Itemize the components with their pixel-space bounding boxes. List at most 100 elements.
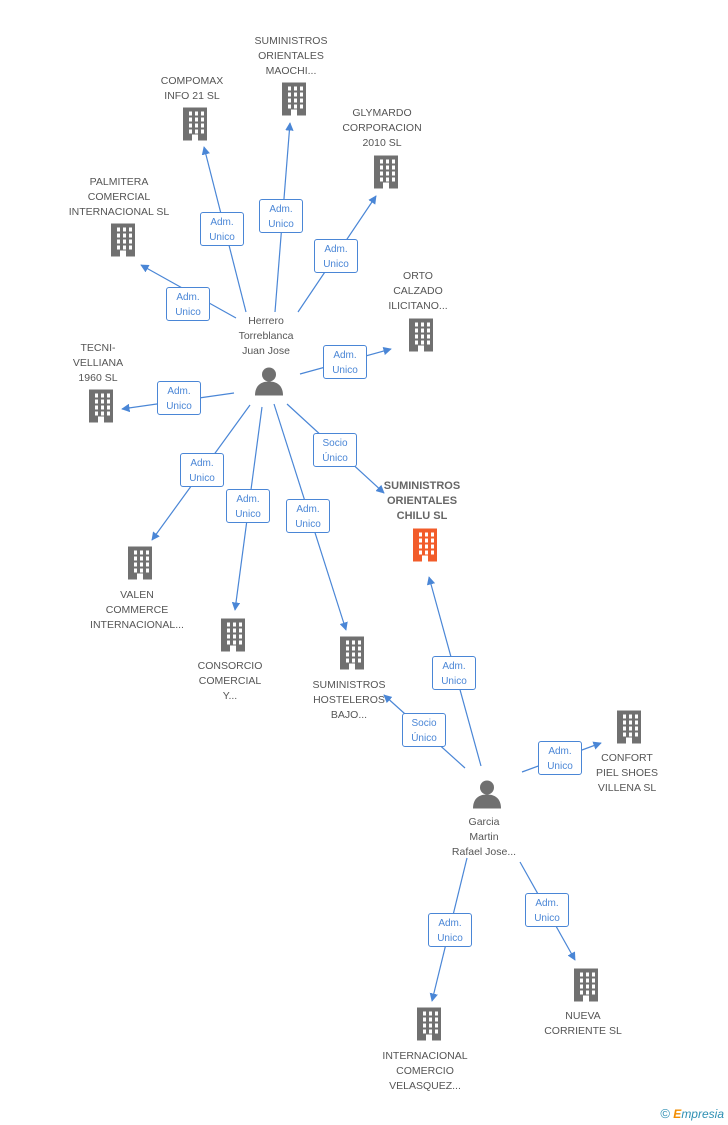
relation-badge-text: Unico (332, 365, 358, 376)
relation-badge-text: Unico (547, 761, 573, 772)
building-icon[interactable] (414, 1007, 444, 1046)
relation-badge-text: Adm. (442, 661, 466, 672)
relation-badge-garcia-nueva[interactable]: Adm. Unico (525, 893, 569, 927)
relation-badge-text: Unico (534, 913, 560, 924)
company-name-line: VILLENA SL (597, 782, 657, 794)
building-icon[interactable] (406, 318, 436, 357)
relation-badge-text: Adm. (535, 898, 559, 909)
relation-badge-herrero-glymardo[interactable]: Adm.Unico (314, 239, 358, 273)
company-name-line: MAOCHI... (265, 65, 317, 77)
company-name-line: CONSORCIO (197, 660, 263, 672)
person-icon[interactable] (254, 366, 284, 401)
relation-badge-text: Unico (166, 401, 192, 412)
relation-badge-text: Unico (437, 933, 463, 944)
company-label-maochi[interactable]: SUMINISTROS ORIENTALES MAOCHI... (255, 34, 328, 79)
relation-badge-text: Único (322, 453, 348, 464)
relation-badge-text: Adm. (333, 350, 357, 361)
company-name-line: TECNI- (80, 342, 116, 354)
relation-badge-text: Único (411, 733, 437, 744)
relation-badge-herrero-hosteleros[interactable]: Adm.Unico (286, 499, 330, 533)
company-name-line: SUMINISTROS (254, 35, 328, 47)
company-name-line: CHILU SL (396, 510, 448, 522)
company-name-line: Y... (222, 690, 238, 702)
relation-badge-garcia-confort[interactable]: Adm. Unico (538, 741, 582, 775)
relation-badge-garcia-chilu[interactable]: Adm. Unico (432, 656, 476, 690)
person-name-line: Martin (469, 831, 499, 843)
relation-badge-herrero-maochi[interactable]: Adm.Unico (259, 199, 303, 233)
relation-badge-herrero-palmitera[interactable]: Adm.Unico (166, 287, 210, 321)
building-icon[interactable] (371, 155, 401, 194)
company-label-hosteleros[interactable]: SUMINISTROS HOSTELEROS BAJO... (313, 678, 386, 723)
company-name-line: CORRIENTE SL (544, 1025, 622, 1037)
company-label-internacional[interactable]: INTERNACIONAL COMERCIO VELASQUEZ... (382, 1049, 467, 1094)
relation-badge-herrero-tecni[interactable]: Adm. Unico (157, 381, 201, 415)
company-name-line: VELLIANA (72, 357, 124, 369)
relation-badge-text: Adm. (236, 494, 260, 505)
company-name-line: VELASQUEZ... (389, 1080, 461, 1092)
building-icon[interactable] (614, 710, 644, 749)
company-name-line: BAJO... (330, 709, 368, 721)
relation-badge-text: Unico (235, 509, 261, 520)
person-name-line: Rafael Jose... (451, 846, 517, 858)
relation-badge-text: Adm. (176, 292, 200, 303)
company-name-line: ORTO (403, 270, 433, 282)
company-label-consorcio[interactable]: CONSORCIO COMERCIAL Y... (198, 659, 263, 704)
person-icon[interactable] (472, 779, 502, 814)
company-name-line: INTERNACIONAL (382, 1050, 468, 1062)
building-icon[interactable] (86, 389, 116, 428)
company-name-line: SUMINISTROS (312, 679, 386, 691)
building-icon[interactable] (279, 82, 309, 121)
company-name-line: CALZADO (393, 285, 443, 297)
building-icon[interactable] (180, 107, 210, 146)
relation-badge-text: Adm. (296, 504, 320, 515)
company-label-confort[interactable]: CONFORT PIEL SHOES VILLENA SL (596, 751, 658, 796)
company-name-line: CONFORT (601, 752, 653, 764)
building-icon[interactable] (108, 223, 138, 262)
empresia-copyright[interactable]: © Empresia (660, 1106, 724, 1121)
copyright-symbol: © (660, 1106, 670, 1121)
company-name-line: CORPORACION (342, 122, 422, 134)
relation-badge-text: Adm. (548, 746, 572, 757)
relation-badge-garcia-internacional[interactable]: Adm. Unico (428, 913, 472, 947)
company-name-line: COMERCIAL (198, 675, 262, 687)
company-name-line: GLYMARDO (352, 107, 412, 119)
company-name-line: 1960 SL (78, 372, 118, 384)
relation-badge-herrero-valen[interactable]: Adm.Unico (180, 453, 224, 487)
company-label-tecni[interactable]: TECNI- VELLIANA 1960 SL (73, 341, 123, 386)
building-icon[interactable] (218, 618, 248, 657)
relation-badge-herrero-compomax[interactable]: Adm. Unico (200, 212, 244, 246)
company-name-line: PIEL SHOES (595, 767, 659, 779)
empresia-logo-initial: E (673, 1107, 682, 1121)
relation-badge-herrero-consorcio[interactable]: Adm. Unico (226, 489, 270, 523)
relation-badge-text: Unico (441, 676, 467, 687)
company-name-line: HOSTELEROS (313, 694, 385, 706)
company-name-line: INTERNACIONAL SL (68, 206, 170, 218)
company-name-line: ORIENTALES (258, 50, 324, 62)
company-name-line: PALMITERA (89, 176, 149, 188)
relation-badge-text: Adm. (167, 386, 191, 397)
relation-badge-text: Adm. (210, 217, 234, 228)
relation-badge-text: Unico (209, 232, 235, 243)
relation-badge-text: Adm. (438, 918, 462, 929)
building-icon[interactable] (125, 546, 155, 585)
person-name-line: Juan Jose (242, 345, 290, 357)
person-name-line: Torreblanca (238, 330, 294, 342)
building-icon[interactable] (337, 636, 367, 675)
building-icon[interactable] (410, 528, 440, 567)
relation-badge-text: Socio (322, 438, 348, 449)
building-icon[interactable] (571, 968, 601, 1007)
company-name-line: COMPOMAX (160, 75, 224, 87)
relation-badge-herrero-orto[interactable]: Adm. Unico (323, 345, 367, 379)
company-name-line: COMERCIO (396, 1065, 454, 1077)
